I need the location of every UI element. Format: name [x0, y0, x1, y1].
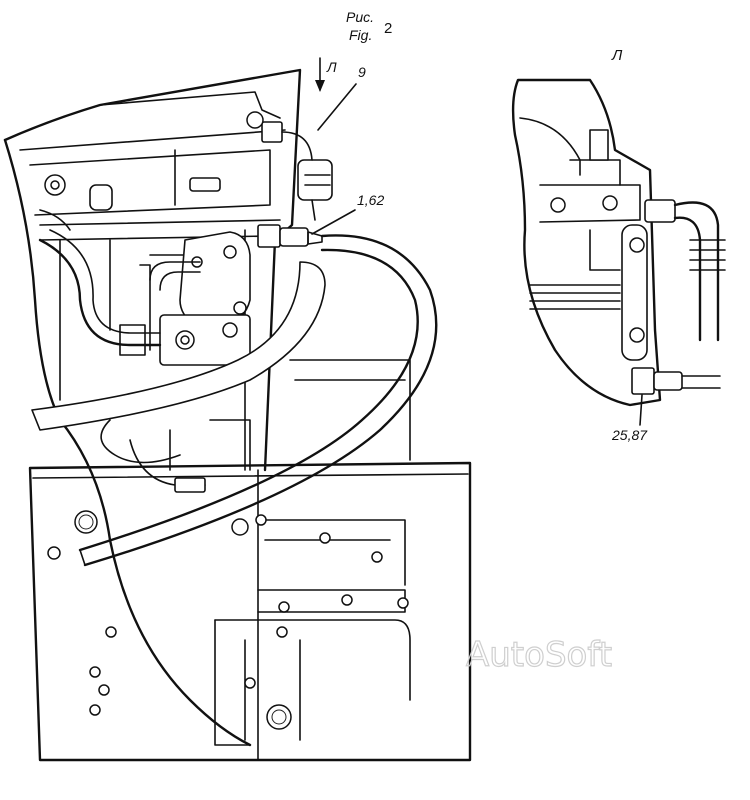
- leader-9: [317, 83, 357, 131]
- annotations: Рис. Fig. 2 Л 9 1,62 Л 25,87 AutoSoft: [311, 9, 648, 676]
- plate-holes: [47, 510, 409, 730]
- caption-en: Fig.: [349, 27, 372, 43]
- fitting-162: [257, 224, 323, 248]
- engine-block: [3, 68, 411, 472]
- left-pipe: [38, 238, 162, 347]
- view-letter: Л: [326, 59, 337, 75]
- fitting-9: [246, 111, 333, 221]
- leader-1-62: [311, 209, 356, 235]
- main-hose: [31, 261, 326, 431]
- callout-9: 9: [358, 64, 366, 80]
- detail-view: [511, 78, 726, 426]
- detail-letter: Л: [611, 47, 623, 64]
- view-arrowhead-icon: [315, 80, 325, 92]
- valve-block: [119, 314, 251, 366]
- left-shroud: [3, 138, 252, 747]
- callout-25-87: 25,87: [611, 427, 648, 443]
- callout-1-62: 1,62: [357, 192, 384, 208]
- figure-number: 2: [384, 20, 392, 37]
- watermark: AutoSoft: [466, 635, 612, 675]
- mounting-bracket: [179, 231, 251, 326]
- main-view: [3, 68, 472, 762]
- caption-ru: Рис.: [346, 9, 374, 25]
- arc-hose-outer: [83, 234, 438, 567]
